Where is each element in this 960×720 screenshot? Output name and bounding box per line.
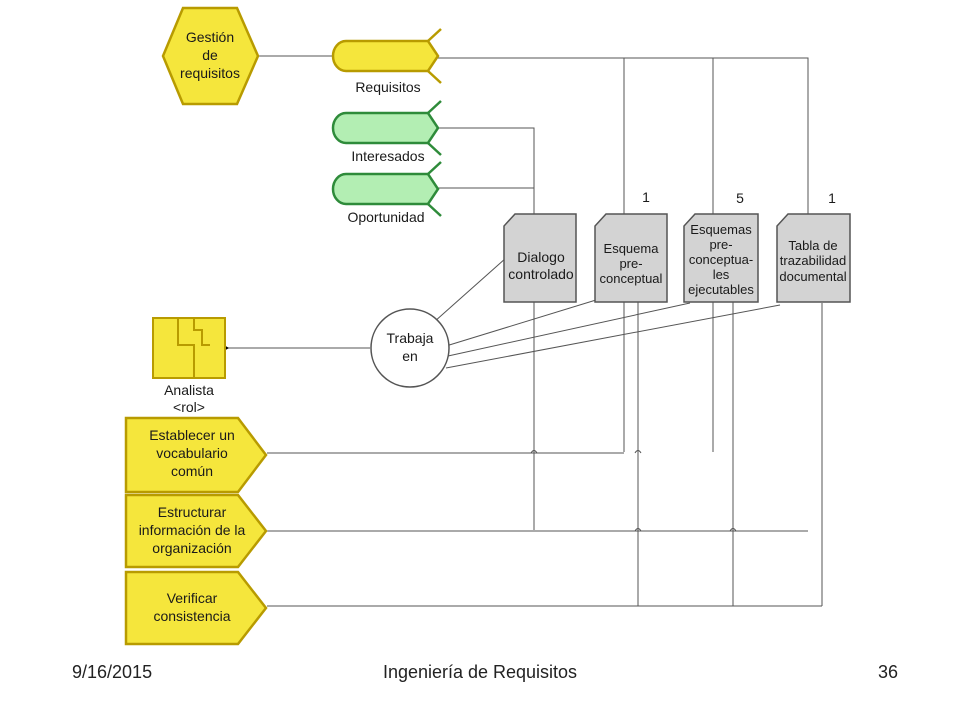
gestion-line-2: de (202, 47, 218, 63)
analista-line-2: <rol> (173, 399, 205, 415)
establecer-vocabulario-node: Establecer un vocabulario común (124, 416, 268, 494)
oportunidad-node: Oportunidad (331, 161, 442, 225)
interesados-label: Interesados (351, 148, 424, 164)
process-diagram: Gestión de requisitos Requisitos Interes… (124, 6, 851, 646)
verificar-line-2: consistencia (153, 608, 230, 624)
esquema-pre-line-2: pre- (619, 256, 642, 271)
tabla-multiplicity: 1 (828, 190, 836, 206)
estructurar-line-2: información de la (139, 522, 246, 538)
esquemas-ejecutables-node: Esquemas pre- conceptua- les ejecutables… (683, 190, 759, 303)
interesados-node: Interesados (331, 100, 442, 164)
oportunidad-label: Oportunidad (347, 209, 424, 225)
role-icon (177, 318, 195, 378)
esquema-pre-line-3: conceptual (600, 271, 663, 286)
estructurar-line-1: Estructurar (158, 504, 227, 520)
estructurar-line-3: organización (152, 540, 231, 556)
esquema-pre-multiplicity: 1 (642, 189, 650, 205)
gestion-requisitos-node: Gestión de requisitos (161, 6, 260, 106)
estructurar-informacion-node: Estructurar información de la organizaci… (124, 493, 268, 569)
dialogo-controlado-node: Dialogo controlado (503, 213, 577, 303)
tabla-line-1: Tabla de (788, 238, 837, 253)
esquemas-ejec-multiplicity: 5 (736, 190, 744, 206)
tabla-line-3: documental (779, 269, 846, 284)
gestion-line-1: Gestión (186, 29, 234, 45)
gestion-line-3: requisitos (180, 65, 240, 81)
verificar-consistencia-node: Verificar consistencia (124, 570, 268, 646)
establecer-line-3: común (171, 463, 213, 479)
esquema-preconceptual-node: Esquema pre- conceptual 1 (594, 189, 668, 303)
esquemas-ejec-line-2: pre- (709, 237, 732, 252)
dialogo-line-1: Dialogo (517, 249, 565, 265)
esquema-pre-line-1: Esquema (604, 241, 660, 256)
footer-page-number: 36 (877, 662, 898, 682)
establecer-line-2: vocabulario (156, 445, 228, 461)
trabaja-line-2: en (402, 348, 418, 364)
establecer-line-1: Establecer un (149, 427, 235, 443)
esquemas-ejec-line-4: les (713, 267, 730, 282)
dialogo-line-2: controlado (508, 266, 574, 282)
analista-node: Analista <rol> (152, 317, 226, 415)
analista-line-1: Analista (164, 382, 214, 398)
esquemas-ejec-line-3: conceptua- (689, 252, 753, 267)
tabla-line-2: trazabilidad (780, 253, 847, 268)
trabaja-en-node: Trabaja en (370, 308, 450, 388)
requisitos-label: Requisitos (355, 79, 420, 95)
esquemas-ejec-line-1: Esquemas (690, 222, 752, 237)
esquemas-ejec-line-5: ejecutables (688, 282, 754, 297)
verificar-line-1: Verificar (167, 590, 218, 606)
connector-lines (217, 52, 823, 607)
tabla-trazabilidad-node: Tabla de trazabilidad documental 1 (776, 190, 851, 303)
trabaja-line-1: Trabaja (387, 330, 434, 346)
requisitos-node: Requisitos (331, 28, 442, 95)
footer-title: Ingeniería de Requisitos (382, 662, 578, 682)
footer-date: 9/16/2015 (72, 662, 153, 682)
